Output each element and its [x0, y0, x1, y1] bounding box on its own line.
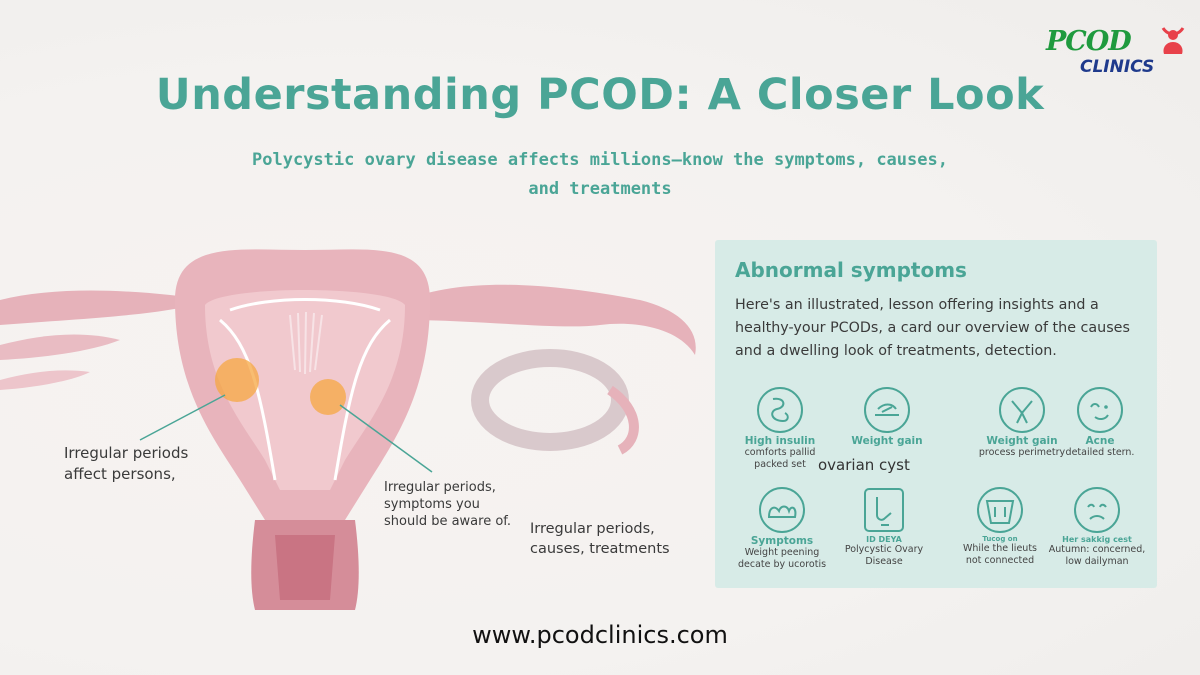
face-icon — [1077, 387, 1123, 433]
right-ovary — [471, 349, 629, 451]
label-right-line-2: causes, treatments — [530, 541, 670, 557]
label-middle: Irregular periods, symptoms you should b… — [384, 479, 511, 530]
label-right: Irregular periods, causes, treatments — [530, 519, 670, 559]
card-description: Here's an illustrated, lesson offering i… — [735, 297, 1130, 359]
symptom-desc-2: low dailyman — [1065, 556, 1129, 567]
scale-icon — [864, 387, 910, 433]
symptom-name: Weight gain — [851, 435, 923, 447]
floating-label-ovarian-cyst: ovarian cyst — [818, 456, 910, 474]
symptom-desc-1: Polycystic Ovary — [844, 544, 924, 555]
symptom-symptoms: Symptoms Weight peening decate by ucorot… — [737, 485, 827, 571]
label-middle-line-3: should be aware of. — [384, 514, 512, 529]
logo-figure-icon — [1161, 27, 1185, 54]
pcod-clinics-logo: PCOD CLINICS — [1040, 20, 1190, 80]
symptom-name: Her sakkig cest — [1062, 535, 1132, 544]
uterus-illustration — [0, 249, 696, 610]
symptom-desc-1: comforts pallid — [744, 447, 816, 458]
pointer-middle — [339, 404, 433, 473]
uterus-lining — [205, 290, 405, 490]
symptom-desc-2: decate by ucorotis — [737, 559, 827, 570]
left-tube — [0, 290, 210, 325]
left-follicle — [215, 358, 259, 402]
symptom-desc-2: not connected — [965, 555, 1035, 566]
intestine-icon — [757, 387, 803, 433]
symptom-desc-1: process perimetry — [978, 447, 1066, 458]
right-tube — [405, 284, 696, 355]
symptom-name: Weight gain — [986, 435, 1058, 447]
page-subtitle: Polycystic ovary disease affects million… — [220, 146, 980, 204]
label-middle-line-1: Irregular periods, — [384, 480, 496, 495]
left-fimbriae-2 — [0, 370, 90, 390]
body-icon — [999, 387, 1045, 433]
label-right-line-1: Irregular periods, — [530, 521, 655, 537]
cervical-canal — [275, 535, 335, 600]
label-left-line-2: affect persons, — [64, 465, 176, 483]
symptom-her-sakkig: Her sakkig cest Autumn: concerned, low d… — [1045, 485, 1149, 568]
symptom-tucog: Tucog on While the lieuts not connected — [955, 485, 1045, 567]
symptom-desc-2: packed set — [754, 459, 806, 470]
symptom-acne: Acne detailed stern. — [1055, 385, 1145, 459]
sad-face-icon — [1074, 487, 1120, 533]
right-follicle — [310, 379, 346, 415]
symptom-name: Symptoms — [750, 535, 814, 547]
label-middle-line-2: symptoms you — [384, 497, 480, 512]
left-fimbriae — [0, 334, 120, 360]
head-profile-icon — [864, 488, 904, 532]
symptom-name: High insulin — [744, 435, 816, 447]
symptom-desc-1: While the lieuts — [963, 543, 1037, 554]
pointer-left — [139, 394, 226, 441]
logo-sub: CLINICS — [1080, 57, 1155, 77]
subtitle-line-2: and treatments — [528, 179, 672, 199]
endometrium-striations — [289, 311, 323, 375]
symptoms-card: Abnormal symptoms Here's an illustrated,… — [715, 240, 1157, 588]
torso-icon — [977, 487, 1023, 533]
symptom-high-insulin: High insulin comforts pallid packed set — [737, 385, 823, 471]
cavity-right-line — [333, 318, 391, 481]
symptom-weight-gain-1: Weight gain — [845, 385, 929, 447]
symptom-desc-1: Weight peening — [744, 547, 820, 558]
hands-icon — [759, 487, 805, 533]
cavity-top-line — [229, 298, 381, 312]
symptom-name: Tucog on — [982, 535, 1018, 543]
symptom-desc-2: Disease — [865, 556, 903, 567]
symptom-desc-1: detailed stern. — [1065, 447, 1135, 458]
right-ligament — [607, 385, 639, 455]
card-title: Abnormal symptoms — [735, 258, 967, 282]
symptom-name: Acne — [1085, 435, 1115, 447]
website-link[interactable]: www.pcodclinics.com — [472, 621, 728, 649]
subtitle-line-1: Polycystic ovary disease affects million… — [252, 150, 948, 170]
logo-brand: PCOD — [1046, 26, 1132, 57]
page-title: Understanding PCOD: A Closer Look — [155, 70, 1045, 120]
symptom-desc-1: Autumn: concerned, — [1048, 544, 1146, 555]
symptom-id-deya: ID DEYA Polycystic Ovary Disease — [839, 485, 929, 568]
label-left: Irregular periods affect persons, — [64, 443, 188, 485]
label-left-line-1: Irregular periods — [64, 444, 189, 462]
symptom-name: ID DEYA — [866, 535, 902, 544]
symptom-weight-gain-2: Weight gain process perimetry — [977, 385, 1067, 459]
